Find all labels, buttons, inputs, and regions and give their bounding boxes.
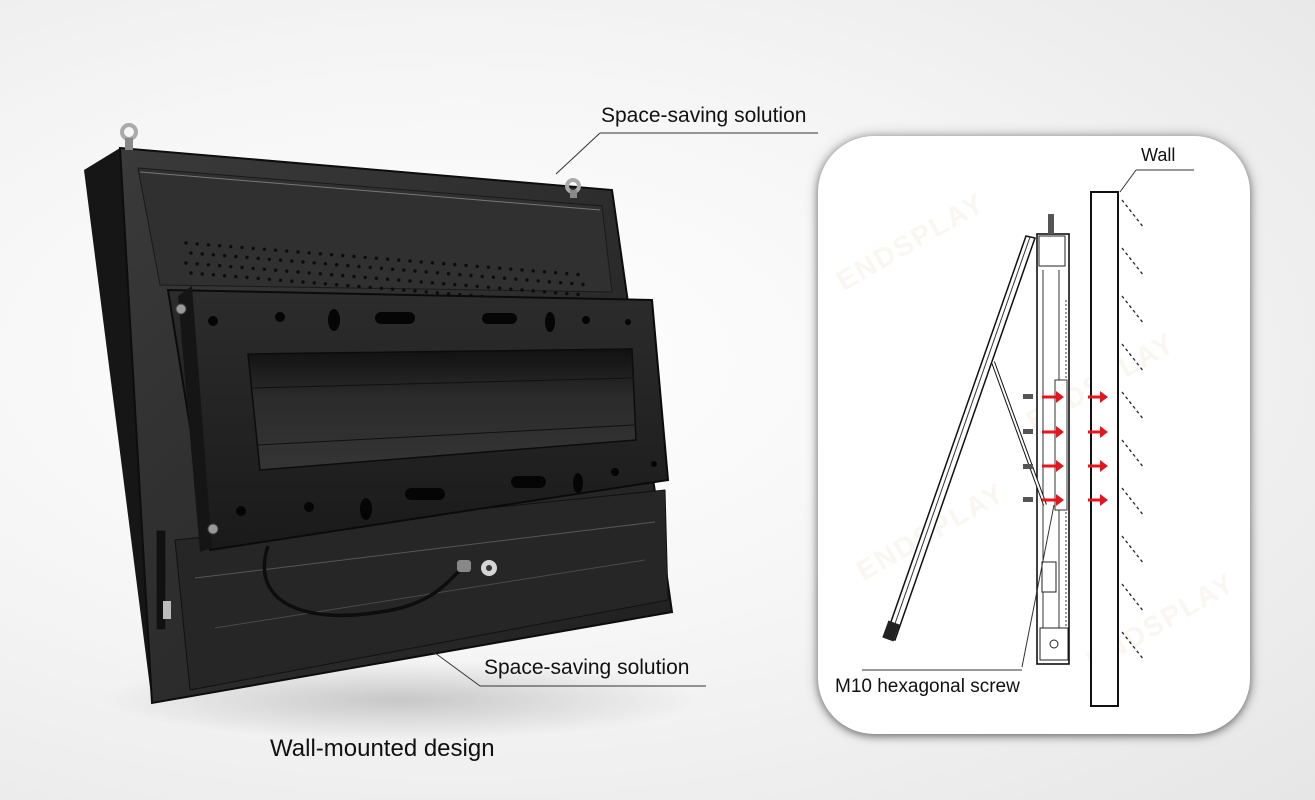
wall-label: Wall (1141, 145, 1176, 165)
installation-diagram-card: ENDSPLAY ENDSPLAY ENDSPLAY ENDSPLAY (818, 136, 1250, 734)
screw-label: M10 hexagonal screw (835, 676, 1020, 697)
callout-bottom-label: Space-saving solution (484, 656, 690, 679)
led-cabinet-icon (84, 123, 700, 740)
side-section-drawing (862, 169, 1194, 707)
product-caption: Wall-mounted design (270, 735, 495, 762)
callout-top-label: Space-saving solution (601, 104, 807, 127)
